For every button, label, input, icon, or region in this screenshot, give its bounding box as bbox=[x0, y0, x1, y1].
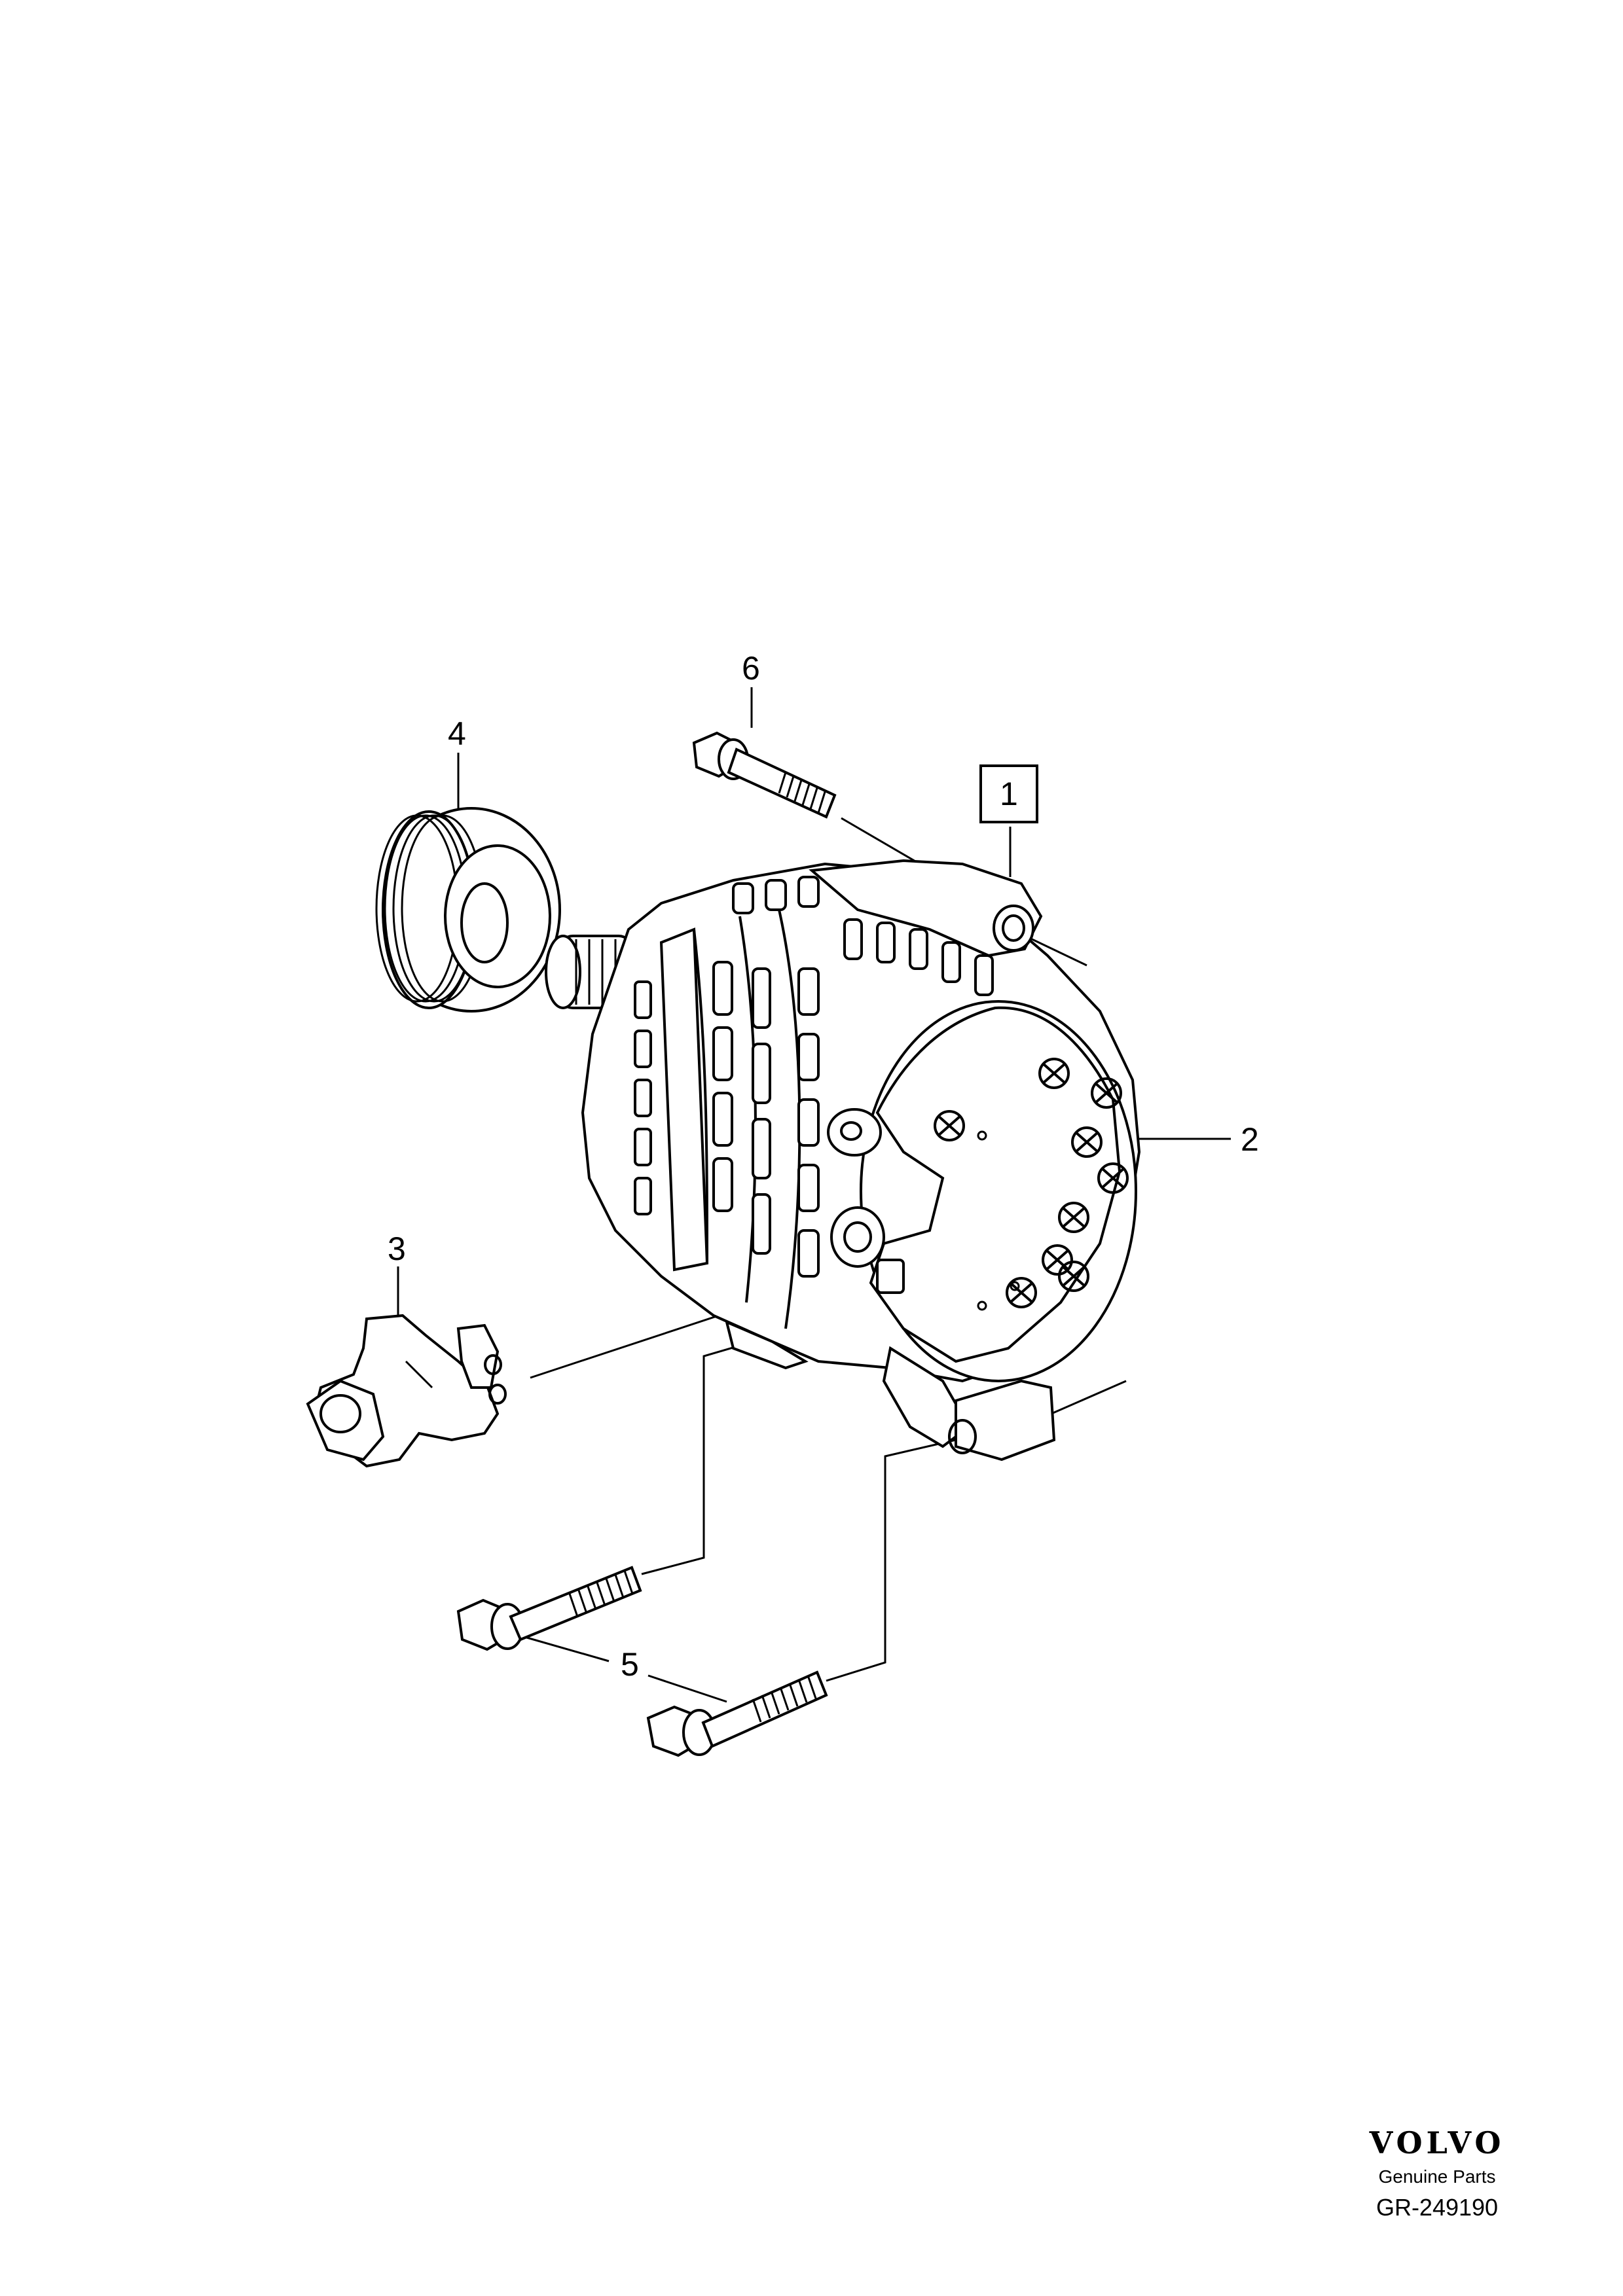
brand-logo: VOLVO bbox=[1369, 2125, 1505, 2161]
callout-6: 6 bbox=[742, 650, 760, 687]
callout-1: 1 bbox=[1000, 776, 1018, 812]
alternator-2-icon bbox=[581, 859, 1141, 1462]
rear-cover-vents bbox=[934, 1058, 1129, 1311]
footer-subtitle: Genuine Parts bbox=[1379, 2166, 1496, 2187]
callout-2: 2 bbox=[1241, 1121, 1259, 1158]
callout-1-box bbox=[979, 764, 1038, 823]
bolt-5b-icon bbox=[646, 1670, 828, 1757]
footer-reference: GR-249190 bbox=[1376, 2194, 1498, 2221]
terminal-cover-3-icon bbox=[306, 1314, 507, 1468]
callout-labels: 6 4 1 2 3 5 bbox=[388, 650, 1259, 1683]
footer: VOLVO Genuine Parts GR-249190 bbox=[1369, 2125, 1505, 2221]
callout-5: 5 bbox=[621, 1646, 639, 1683]
pulley-4-icon bbox=[375, 807, 561, 1013]
callout-4: 4 bbox=[448, 715, 466, 752]
callout-3: 3 bbox=[388, 1230, 406, 1267]
bolt-5a-icon bbox=[456, 1566, 642, 1651]
bolt-6-icon bbox=[692, 731, 837, 819]
